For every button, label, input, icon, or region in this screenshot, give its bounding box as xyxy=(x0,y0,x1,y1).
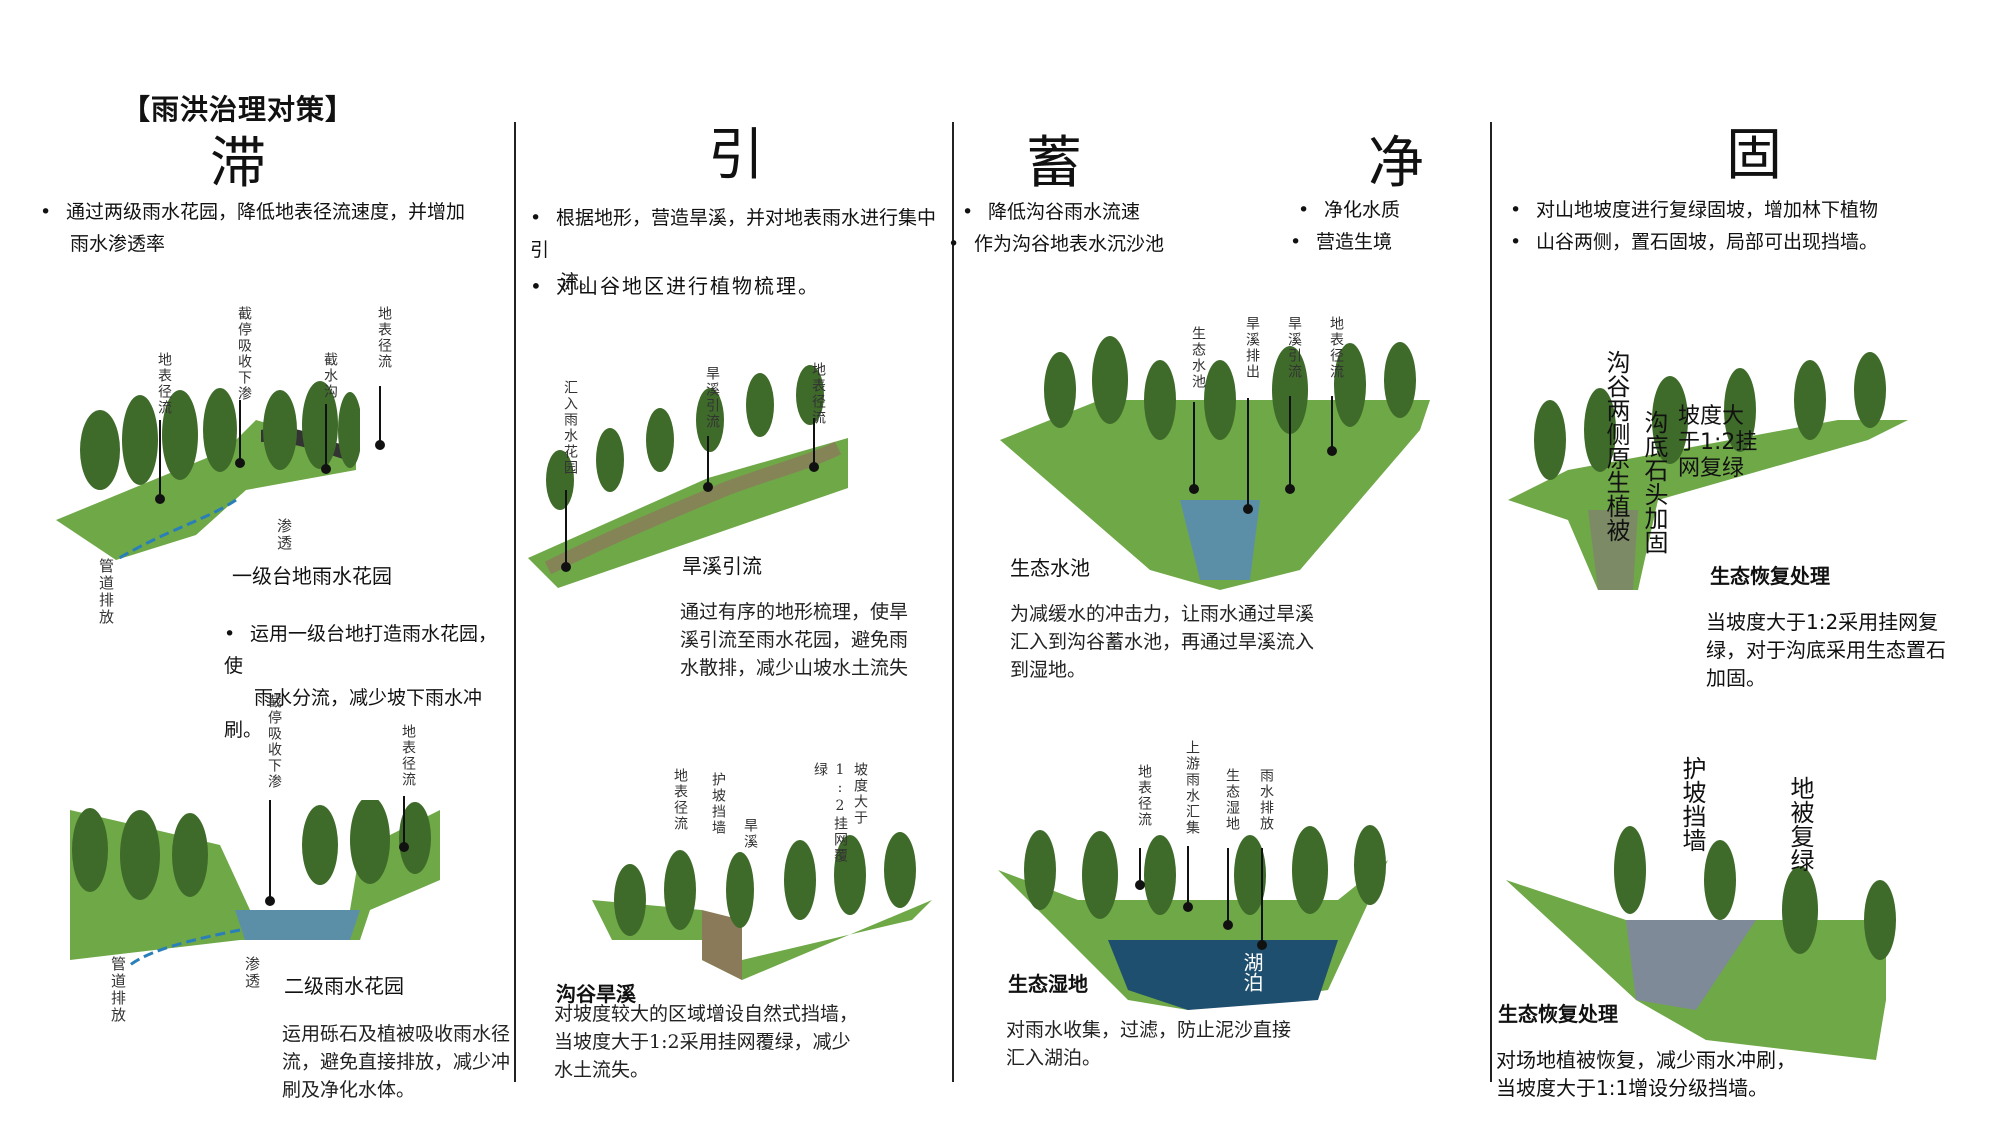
heading-xu: 蓄 xyxy=(1026,131,1082,196)
yin-trees-2 xyxy=(600,830,930,940)
zhi-trees-2 xyxy=(70,796,450,910)
zhi2-label-intercept: 截停吸收下渗 xyxy=(266,694,282,790)
yin-body-2: 对坡度较大的区域增设自然式挡墙， 当坡度大于1:2采用挂网覆绿，减少 水土流失。 xyxy=(554,1003,859,1081)
xu-pointer xyxy=(1285,396,1295,494)
page-title: 【雨洪治理对策】 xyxy=(122,93,355,126)
yin-label-inflow: 汇入雨水花园 xyxy=(562,380,578,476)
heading-zhi: 滞 xyxy=(210,131,266,196)
yin-body-1: 通过有序的地形梳理，使旱 溪引流至雨水花园，避免雨 水散排，减少山坡水土流失 xyxy=(680,601,909,679)
yin-label-dry: 旱溪引流 xyxy=(704,366,720,430)
gu2-label-wall: 护坡挡墙 xyxy=(1678,756,1706,852)
xu2-pointer xyxy=(1135,848,1145,890)
xu-body-1: 为减缓水的冲击力，让雨水通过旱溪 汇入到沟谷蓄水池，再通过旱溪流入 到湿地。 xyxy=(1010,603,1315,681)
zhi-body-2: 运用砾石及植被吸收雨水径 流，避免直接排放，减少冲 刷及净化水体。 xyxy=(282,1023,511,1101)
column-divider xyxy=(514,122,516,1082)
zhi-garden-illustration xyxy=(70,810,440,967)
xu-wetland-illustration xyxy=(998,860,1388,1010)
zhi-label-surface-runoff: 地表径流 xyxy=(156,352,172,416)
gu-label-bottom: 沟底石头加固 xyxy=(1640,410,1668,554)
xu2-label-lake: 湖泊 xyxy=(1240,952,1264,992)
xu-label-pond: 生态水池 xyxy=(1190,326,1206,390)
gu-bullet-1: •对山地坡度进行复绿固坡，增加林下植物 xyxy=(1510,199,1879,221)
gu-valley-illustration xyxy=(1508,420,1908,590)
xu2-label-wetland: 生态湿地 xyxy=(1224,768,1240,832)
gu-bullet-2: •山谷两侧，置石固坡，局部可出现挡墙。 xyxy=(1510,231,1879,253)
xu-pointer xyxy=(1189,402,1199,494)
zhi-pointer xyxy=(375,386,385,450)
yin2-label-wall: 护坡挡墙 xyxy=(710,772,726,836)
gu-body-1: 当坡度大于1:2采用挂网复 绿，对于沟底采用生态置石 加固。 xyxy=(1706,610,1946,690)
yin-trees-1 xyxy=(540,360,850,510)
yin-label-surface: 地表径流 xyxy=(810,362,826,426)
yin-caption-2: 沟谷旱溪 xyxy=(556,982,636,1006)
yin-bullet-1: •根据地形，营造旱溪，并对地表雨水进行集中引 流。 xyxy=(530,207,937,293)
yin2-label-surface: 地表径流 xyxy=(672,768,688,832)
jing-bullet-2: •营造生境 xyxy=(1290,231,1393,253)
xu-pointer xyxy=(1327,396,1337,456)
zhi-pointer xyxy=(321,404,331,474)
gu-label-sides: 沟谷两侧原生植被 xyxy=(1602,350,1630,542)
zhi2-label-surface: 地表径流 xyxy=(400,724,416,788)
zhi-label-pipe: 管道排放 xyxy=(97,558,115,626)
zhi-pointer xyxy=(235,400,245,468)
xu2-pointer xyxy=(1183,846,1193,912)
xu2-label-upstream: 上游雨水汇集 xyxy=(1184,740,1200,836)
gu-trees-2 xyxy=(1560,820,1920,970)
gu-trees-1 xyxy=(1520,350,1900,500)
yin-caption-1: 旱溪引流 xyxy=(682,554,762,578)
gu-caption-1: 生态恢复处理 xyxy=(1710,564,1830,588)
gu-caption-2: 生态恢复处理 xyxy=(1498,1002,1618,1026)
zhi-bullet-2: •运用一级台地打造雨水花园，使 雨水分流，减少坡下雨水冲刷。 xyxy=(224,623,498,741)
gu2-label-green: 地被复绿 xyxy=(1786,776,1814,872)
xu-body-2: 对雨水收集，过滤，防止泥沙直接 汇入湖泊。 xyxy=(1006,1019,1292,1069)
yin-pointer xyxy=(809,418,819,472)
gu-label-slope: 坡度大于1:2挂网复绿 xyxy=(1678,404,1758,481)
xu-label-surface: 地表径流 xyxy=(1328,316,1344,380)
xu2-pointer xyxy=(1223,848,1233,930)
xu-label-out: 旱溪排出 xyxy=(1244,316,1260,380)
xu2-label-surface: 地表径流 xyxy=(1136,764,1152,828)
xu-pointer xyxy=(1243,398,1253,514)
xu-caption-1: 生态水池 xyxy=(1010,556,1090,580)
column-divider xyxy=(1490,122,1492,1082)
zhi-caption-1: 一级台地雨水花园 xyxy=(232,564,392,588)
zhi-label-seep: 渗透 xyxy=(275,518,293,552)
xu2-pointer xyxy=(1257,848,1267,950)
heading-jing: 净 xyxy=(1368,131,1424,196)
zhi-bullet-1: •通过两级雨水花园，降低地表径流速度，并增加 雨水渗透率 xyxy=(40,201,466,255)
xu-trees-2 xyxy=(1010,820,1410,930)
zhi2-pointer xyxy=(399,796,409,852)
zhi2-pointer xyxy=(265,800,275,906)
gu-body-2: 对场地植被恢复，减少雨水冲刷， 当坡度大于1:1增设分级挡墙。 xyxy=(1496,1048,1796,1100)
column-divider xyxy=(952,122,954,1082)
yin-pointer xyxy=(703,436,713,492)
zhi-label-intercept: 截停吸收下渗 xyxy=(236,306,252,402)
jing-bullet-1: •净化水质 xyxy=(1298,199,1401,221)
xu-trees-1 xyxy=(1030,330,1430,470)
heading-yin: 引 xyxy=(708,123,764,188)
xu2-label-rain: 雨水排放 xyxy=(1258,768,1274,832)
xu-label-dry: 旱溪引流 xyxy=(1286,316,1302,380)
zhi-trees-1 xyxy=(80,380,362,490)
yin2-label-slope: 坡度大于1:2挂网覆绿 xyxy=(812,762,868,864)
yin-dry-creek-illustration xyxy=(528,438,848,588)
zhi-label-ditch: 截水沟 xyxy=(322,352,338,400)
xu-bullet-2: •作为沟谷地表水沉沙池 xyxy=(948,233,1165,255)
heading-gu: 固 xyxy=(1726,123,1782,188)
zhi2-label-pipe: 管道排放 xyxy=(109,956,127,1024)
zhi-caption-2: 二级雨水花园 xyxy=(284,974,404,998)
xu-caption-2: 生态湿地 xyxy=(1008,972,1088,996)
yin2-label-dry: 旱溪 xyxy=(742,818,758,850)
zhi-label-surface-runoff-2: 地表径流 xyxy=(376,306,392,370)
yin-pointer xyxy=(561,490,571,572)
xu-pond-illustration xyxy=(1000,400,1430,590)
zhi-pointer xyxy=(155,420,165,504)
xu-bullet-1: •降低沟谷雨水流速 xyxy=(962,201,1141,223)
zhi2-label-seep: 渗透 xyxy=(243,956,261,990)
yin-bullet-2: •对山谷地区进行植物梳理。 xyxy=(530,274,820,298)
